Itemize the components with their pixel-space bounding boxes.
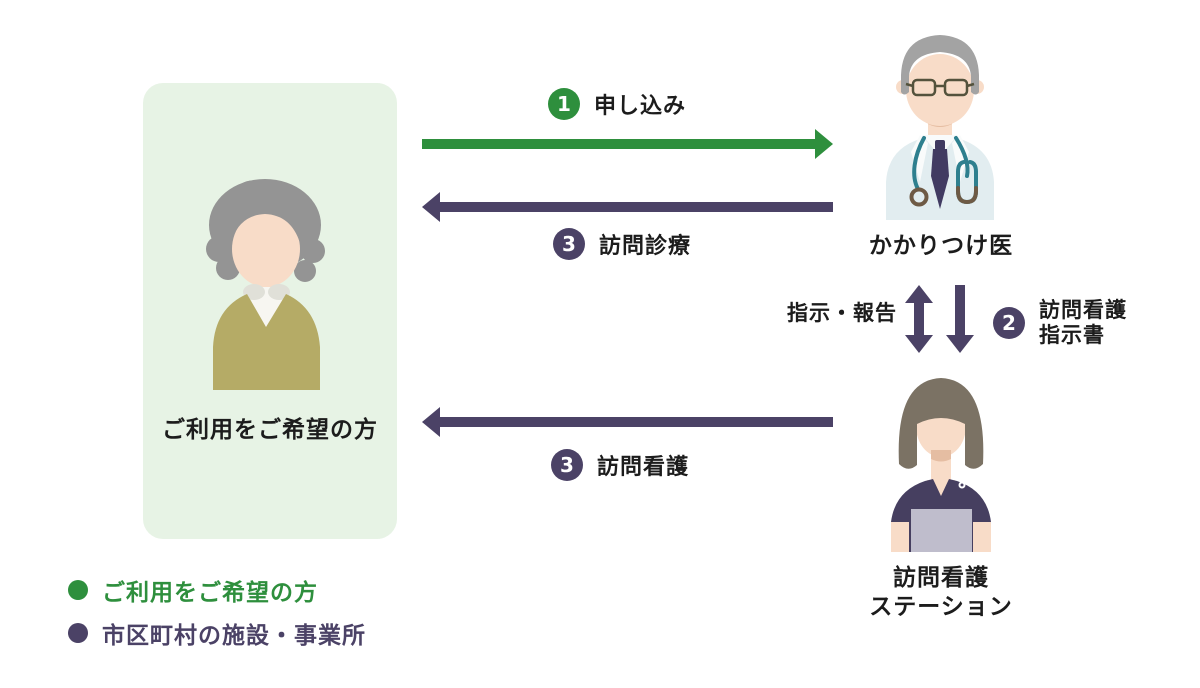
nurse-clipboard (911, 509, 972, 552)
nurse-arm (973, 522, 991, 552)
doctor-hair (900, 35, 980, 95)
doctor-label: かかりつけ医 (868, 233, 1014, 259)
step-1-badge: 1 (548, 88, 580, 120)
patient-illustration (206, 179, 325, 390)
arrowhead-left-icon (422, 192, 440, 222)
doctor-tie-knot (935, 140, 945, 150)
arrowhead-down-icon (905, 335, 933, 353)
patient-face (232, 211, 300, 287)
doctor-stethoscope (912, 136, 926, 191)
nurse-hair (898, 378, 984, 469)
purple-dot-icon (68, 623, 88, 643)
step-home-medical-visit-label: 訪問診療 (599, 234, 692, 259)
legend-item-municipal: 市区町村の施設・事業所 (68, 619, 366, 649)
legend-item-patient: ご利用をご希望の方 (68, 576, 366, 606)
legend-patient-label: ご利用をご希望の方 (102, 580, 318, 606)
arrow-home-nursing-visit (422, 407, 833, 437)
patient-label: ご利用をご希望の方 (162, 417, 378, 443)
step-nursing-instruction-label: 訪問看護 指示書 (1039, 298, 1127, 347)
patient-cardigan (213, 294, 320, 390)
step-2-badge: 2 (993, 307, 1025, 339)
arrowhead-right-icon (815, 129, 833, 159)
doctor-tie (931, 149, 949, 209)
doctor-face (906, 54, 974, 126)
instruction-report-label: 指示・報告 (787, 301, 897, 325)
legend: ご利用をご希望の方 市区町村の施設・事業所 (68, 576, 366, 649)
step-apply: 1 申し込み (548, 88, 686, 120)
green-dot-icon (68, 580, 88, 600)
doctor-illustration (886, 35, 994, 220)
step-home-medical-visit: 3 訪問診療 (553, 228, 691, 260)
nurse-arm (891, 522, 909, 552)
arrow-instruction-report (905, 285, 933, 353)
patient-cowlick (233, 180, 261, 200)
step-3-badge: 3 (553, 228, 585, 260)
step-apply-label: 申し込み (594, 94, 687, 119)
arrowhead-down-icon (946, 335, 974, 353)
doctor-glasses (905, 78, 975, 97)
step-nursing-instruction: 2 訪問看護 指示書 (993, 298, 1127, 348)
arrow-nursing-instruction (946, 285, 974, 353)
legend-municipal-label: 市区町村の施設・事業所 (102, 623, 366, 649)
nurse-label: 訪問看護 ステーション (869, 565, 1013, 620)
nurse-illustration (891, 378, 991, 552)
arrowhead-up-icon (905, 285, 933, 303)
arrowhead-left-icon (422, 407, 440, 437)
arrow-apply (422, 129, 833, 159)
patient-fringe (231, 200, 301, 243)
arrow-home-medical-visit (422, 192, 833, 222)
step-home-nursing-visit: 3 訪問看護 (551, 449, 689, 481)
step-home-nursing-visit-label: 訪問看護 (597, 455, 690, 480)
step-3b-badge: 3 (551, 449, 583, 481)
